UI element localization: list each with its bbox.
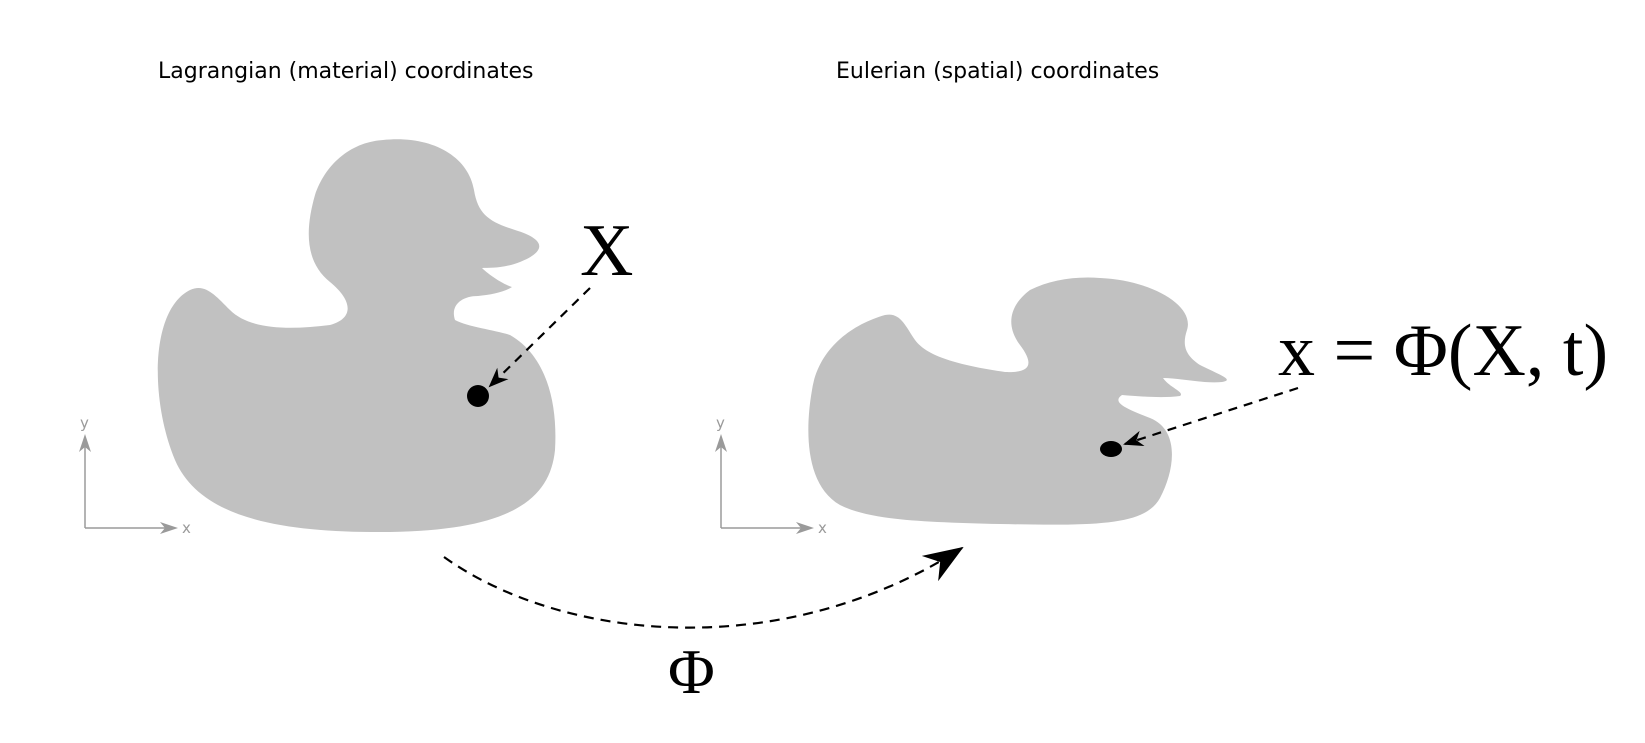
lagrangian-caption: Lagrangian (material) coordinates (158, 59, 534, 84)
reference-y-axis-arrow (79, 434, 91, 452)
material-point-arrow (488, 287, 591, 388)
spatial-point-arrow (1123, 386, 1299, 447)
deformed-body-shape (808, 277, 1227, 525)
current-axes (715, 434, 814, 534)
reference-x-axis-label: x (182, 519, 191, 537)
material-point-label: X (580, 210, 634, 292)
reference-body-shape (157, 139, 556, 533)
spatial-point (1100, 441, 1122, 457)
reference-axes (79, 434, 178, 534)
eulerian-caption: Eulerian (spatial) coordinates (836, 59, 1160, 84)
current-y-axis-arrow (715, 434, 727, 452)
current-x-axis-label: x (818, 519, 827, 537)
current-x-axis-arrow (796, 522, 814, 534)
current-y-axis-label: y (716, 414, 725, 432)
mapping-curve-arrow (443, 546, 964, 629)
material-point (467, 385, 489, 407)
mapping-label: Φ (668, 636, 715, 707)
reference-x-axis-arrow (160, 522, 178, 534)
reference-y-axis-label: y (80, 414, 89, 432)
spatial-point-label: x = Φ(X, t) (1278, 310, 1609, 392)
